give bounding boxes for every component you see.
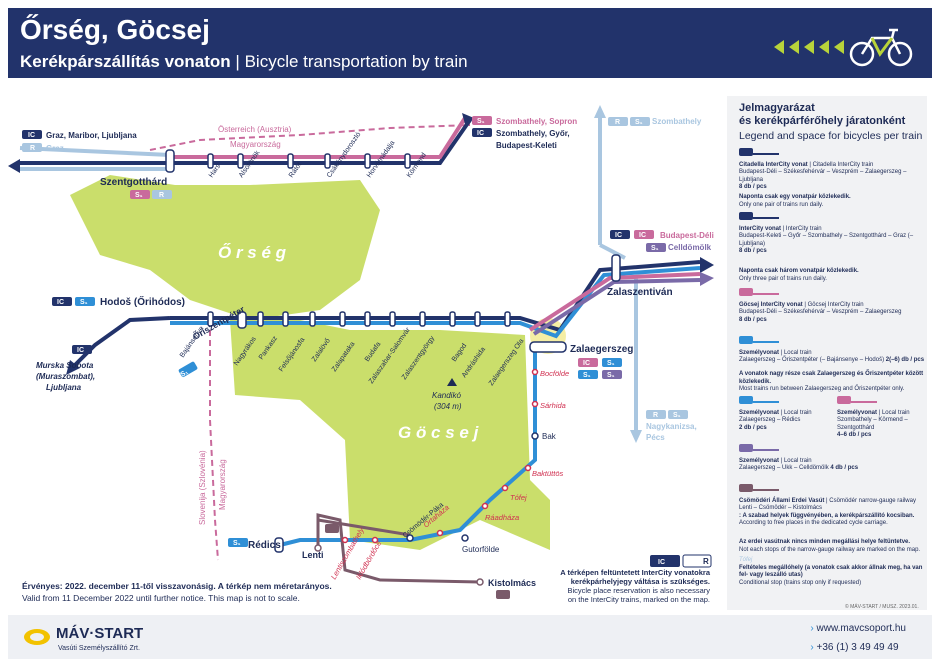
- ic-badge: IC: [477, 130, 484, 137]
- destination-label: (Muraszombat),: [36, 372, 95, 381]
- ic-badge: IC: [77, 347, 84, 354]
- gocsej-label: G ö c s e j: [398, 423, 480, 442]
- station-label: Bajánsenye: [179, 325, 206, 359]
- hub-gutorfolde: Gutorfölde: [462, 545, 500, 554]
- s-badge: S₁: [233, 540, 241, 547]
- legend-entry: Göcsej InterCity vonat | Göcsej InterCit…: [739, 288, 925, 324]
- contact-info: › www.mavcsoport.hu › +36 (1) 3 49 49 49: [810, 623, 906, 653]
- orseg-label: Ő r s é g: [218, 243, 287, 262]
- s-badge: S₁: [583, 372, 591, 379]
- ic-badge: IC: [57, 299, 64, 306]
- border-hu-label: Magyarország: [230, 140, 281, 149]
- legend-entry: Citadella InterCity vonat | Citadella In…: [739, 148, 925, 192]
- header-banner: Őrség, Göcsej Kerékpárszállítás vonaton …: [8, 8, 932, 78]
- rail-map: Ő r s é g G ö c s e j Kandikó (304 m) Ös…: [8, 105, 714, 599]
- hub-kistolmacs: Kistolmács: [488, 578, 536, 588]
- legend-subtitle: Legend and space for bicycles per train: [739, 130, 923, 142]
- s-badge: S₁: [651, 245, 659, 252]
- conditional-stop-label: Baktüttös: [532, 469, 564, 478]
- border-at-label: Österreich (Ausztria): [218, 125, 292, 134]
- conditional-stop-label: Tófej: [510, 493, 527, 502]
- hub-redics: Rédics: [248, 540, 281, 551]
- arrow-chevrons-icon: [774, 40, 844, 54]
- ic-badge: IC: [615, 232, 622, 239]
- hub-zalaegerszeg: Zalaegerszeg: [570, 344, 633, 355]
- border-at: [149, 124, 471, 151]
- peak-name: Kandikó: [432, 391, 461, 400]
- ic-badge: IC: [28, 132, 35, 139]
- hub-hodos: Hodoš (Őrihódos): [100, 295, 185, 308]
- mav-logo-icon: [24, 629, 50, 645]
- gocsej-region: [230, 320, 550, 550]
- destination-label: Budapest-Déli: [660, 231, 714, 240]
- ic-badge: IC: [583, 360, 590, 367]
- hub-zalaszentivan: Zalaszentiván: [607, 287, 673, 298]
- conditional-stop-label: Iklódbördőce: [354, 539, 383, 581]
- r-badge: R: [615, 119, 620, 126]
- conditional-stop-label: Bocfölde: [540, 369, 569, 378]
- hub-lenti: Lenti: [302, 550, 324, 560]
- copyright: © MÁV-START / MUSZ. 2023.01.: [845, 604, 919, 610]
- destination-label: Szombathely, Sopron: [496, 117, 577, 126]
- legend-entry: Naponta csak három vonatpár közlekedik.O…: [739, 268, 859, 282]
- legend-entry: InterCity vonat | InterCity train Budape…: [739, 212, 925, 256]
- destination-label: Graz, Maribor, Ljubljana: [46, 131, 137, 140]
- hub-szentgotthard: Szentgotthárd: [100, 177, 167, 188]
- s-badge: S₁: [80, 299, 88, 306]
- destination-label: Budapest-Keleti: [496, 141, 557, 150]
- validity-note: Érvényes: 2022. december 11-től visszavo…: [22, 581, 332, 603]
- peak-icon: [447, 378, 457, 386]
- conditional-stop-label: Ráadháza: [485, 513, 519, 522]
- hub-bak: Bak: [542, 432, 557, 441]
- s-badge: S₁: [607, 360, 615, 367]
- phone-number: +36 (1) 3 49 49 49: [816, 642, 899, 653]
- legend-entry: A vonatok nagy része csak Zalaegerszeg é…: [739, 371, 924, 392]
- legend-entry: Személyvonat | Local train Zalaegerszeg …: [739, 444, 925, 473]
- orseg-region: [70, 175, 380, 320]
- page-subtitle: Kerékpárszállítás vonaton | Bicycle tran…: [20, 52, 468, 71]
- border-si: [209, 330, 219, 561]
- r-badge: R: [703, 557, 709, 566]
- legend-entry: Személyvonat | Local train Zalaegerszeg …: [739, 336, 925, 365]
- destination-label: Pécs: [646, 433, 665, 442]
- legend-entry: Személyvonat | Local train Zalaegerszeg …: [739, 396, 829, 432]
- legend-entry: Az erdei vasútnak nincs minden megállási…: [739, 539, 921, 553]
- r-badge: R: [30, 145, 35, 152]
- destination-label: Nagykanizsa,: [646, 422, 697, 431]
- s-badge: S₁: [673, 412, 681, 419]
- legend-entry: Naponta csak egy vonatpár közlekedik.Onl…: [739, 194, 851, 208]
- border-si-label: Slovenija (Szlovénia): [198, 450, 207, 525]
- s-badge: S₁: [607, 372, 615, 379]
- page-title: Őrség, Göcsej: [20, 14, 210, 45]
- mav-logo: MÁV·START: [56, 625, 144, 642]
- ic-badge: IC: [639, 232, 646, 239]
- mav-logo-sub: Vasúti Személyszállító Zrt.: [58, 645, 140, 652]
- ic-badge: IC: [658, 559, 665, 566]
- conditional-stop-label: Sárhida: [540, 401, 566, 410]
- s-badge: S₁: [635, 119, 643, 126]
- destination-label: Szombathely, Győr,: [496, 129, 570, 138]
- s-badge: S₁: [135, 192, 143, 199]
- peak-height: (304 m): [434, 402, 462, 411]
- destination-label: Murska Sobota: [36, 361, 94, 370]
- bike-reservation-note: A térképen feltüntetett InterCity vonato…: [560, 568, 710, 604]
- destination-label: Graz: [46, 144, 64, 153]
- destination-label: Ljubljana: [46, 383, 82, 392]
- s-badge: S₁: [477, 118, 485, 125]
- border-hu2-label: Magyarország: [218, 459, 227, 510]
- bicycle-icon: [849, 28, 913, 67]
- destination-label: Szombathely: [652, 117, 702, 126]
- s-badge: S₁: [180, 369, 190, 379]
- website-link[interactable]: www.mavcsoport.hu: [816, 623, 906, 634]
- r-badge: R: [159, 192, 164, 199]
- legend-entry: Személyvonat | Local train Szombathely –…: [837, 396, 923, 440]
- legend-entry: Tófej Feltételes megállóhely (a vonatok …: [739, 557, 923, 586]
- footer: MÁV·START Vasúti Személyszállító Zrt. › …: [8, 615, 932, 659]
- r-badge: R: [653, 412, 658, 419]
- legend-entry: Csömödéri Állami Erdei Vasút | Csömödér …: [739, 484, 925, 528]
- destination-label: Celldömölk: [668, 243, 712, 252]
